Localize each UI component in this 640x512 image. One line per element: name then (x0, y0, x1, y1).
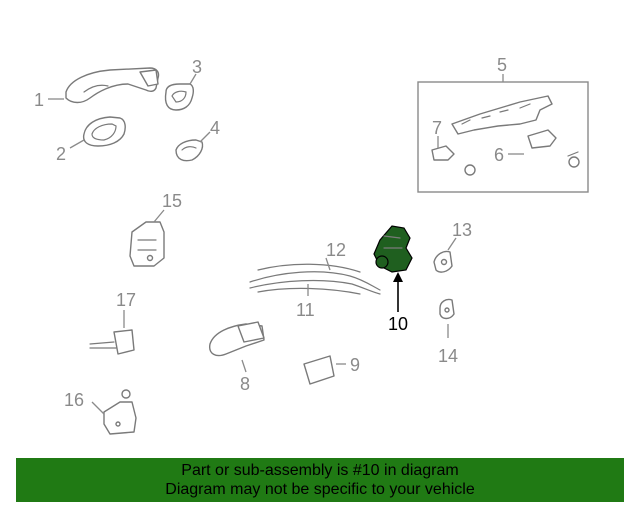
callout-8: 8 (240, 374, 250, 394)
callout-2: 2 (56, 144, 66, 164)
callout-15: 15 (162, 191, 182, 211)
leader-13 (447, 237, 457, 251)
part-11-12-cables (249, 263, 381, 295)
leader-10-arrowhead (393, 272, 403, 282)
callout-4: 4 (210, 118, 220, 138)
banner-line-2: Diagram may not be specific to your vehi… (165, 481, 475, 498)
part-9-cover (303, 355, 335, 385)
parts-diagram: 1 2 3 4 5 6 7 15 (34, 55, 589, 435)
leader-4 (199, 131, 211, 143)
part-1-outside-handle (65, 67, 160, 104)
part-3-escutcheon (164, 83, 195, 111)
part-17-lock-rod (89, 329, 135, 355)
callout-5: 5 (497, 55, 507, 75)
part-16-hinge (103, 389, 137, 435)
callout-10: 10 (388, 314, 408, 334)
part-10-door-lock-actuator (373, 225, 413, 273)
leader-12 (325, 257, 331, 271)
leader-8 (241, 359, 247, 373)
leader-15 (153, 209, 165, 223)
part-15-bracket (129, 221, 165, 267)
callout-11: 11 (296, 300, 315, 320)
callout-3: 3 (192, 57, 202, 77)
callout-16: 16 (64, 390, 84, 410)
part-14-clip (439, 298, 455, 320)
part-8-inside-handle (209, 321, 265, 357)
callout-7: 7 (432, 118, 442, 138)
leader-16 (91, 401, 105, 415)
part-info-banner: Part or sub-assembly is #10 in diagram D… (16, 458, 624, 502)
callout-9: 9 (350, 355, 360, 375)
leader-2 (69, 139, 85, 149)
leader-3 (189, 73, 197, 85)
part-5-frame-assembly (417, 81, 589, 193)
banner-line-1: Part or sub-assembly is #10 in diagram (181, 462, 459, 479)
callout-6: 6 (494, 145, 504, 165)
part-2-handle-pad (82, 116, 126, 147)
callout-1: 1 (34, 90, 44, 110)
part-13-striker (433, 250, 453, 273)
callout-13: 13 (452, 220, 472, 240)
callout-17: 17 (116, 290, 136, 310)
callout-12: 12 (326, 240, 346, 260)
callout-14: 14 (438, 346, 458, 366)
part-4-gasket (175, 139, 204, 162)
